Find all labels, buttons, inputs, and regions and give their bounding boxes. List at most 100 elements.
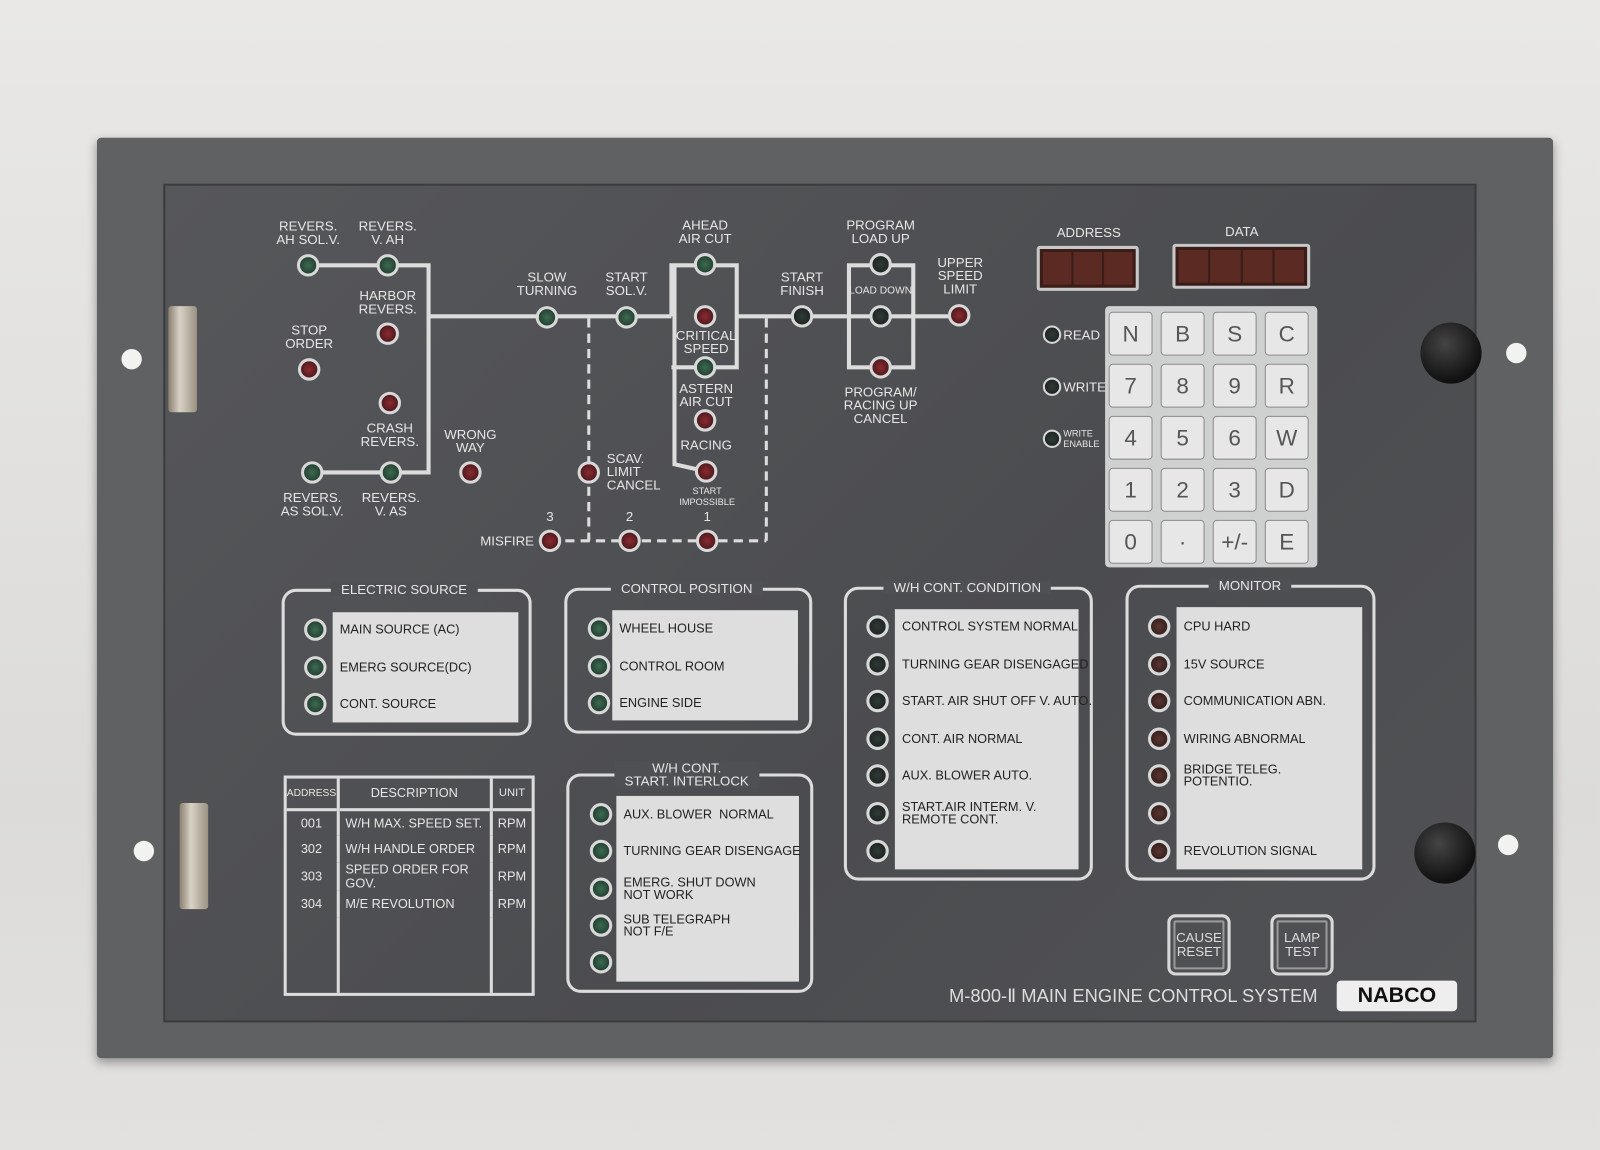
door-latch-knob[interactable] [1420, 322, 1482, 384]
key-C[interactable]: C [1264, 311, 1309, 356]
key-R[interactable]: R [1264, 363, 1309, 408]
revers-v-as-lamp [379, 461, 403, 484]
key-2[interactable]: 2 [1160, 467, 1205, 512]
key-6[interactable]: 6 [1212, 415, 1257, 460]
door-latch-knob[interactable] [1414, 822, 1476, 884]
cell-address: 303 [286, 862, 340, 891]
key-xxx[interactable]: +/- [1212, 519, 1257, 564]
cell-address: 304 [286, 890, 340, 918]
key-1[interactable]: 1 [1108, 467, 1153, 512]
key-N[interactable]: N [1108, 311, 1153, 356]
start-sol-v-lamp [615, 306, 638, 329]
start-impossible-label: START IMPOSSIBLE [679, 485, 735, 508]
indicator-lamp [1147, 764, 1171, 788]
key-8[interactable]: 8 [1160, 363, 1205, 408]
cell-unit: RPM [497, 896, 527, 912]
program-load-up-label: PROGRAM LOAD UP [846, 217, 915, 246]
indicator-lamp [866, 764, 889, 788]
program-racing-up-cancel-label: PROGRAM/ RACING UP CANCEL [843, 384, 918, 427]
misfire-2-label: 2 [625, 508, 634, 524]
lamp-test-button[interactable]: LAMP TEST [1270, 914, 1334, 976]
indicator-lamp [866, 839, 889, 862]
indicator-lamp [589, 803, 613, 826]
revers-ah-sol-v-lamp [296, 254, 320, 277]
indicator-lamp [589, 840, 613, 863]
mode-lamp [1042, 325, 1062, 344]
mount-hole [121, 348, 142, 370]
revers-as-sol-v-lamp [301, 461, 324, 484]
indicator-label: TURNING GEAR DISENGAGED [902, 656, 1089, 672]
cause-reset-button[interactable]: CAUSE RESET [1167, 914, 1231, 976]
indicator-lamp [1147, 839, 1171, 862]
key-D[interactable]: D [1264, 467, 1309, 512]
key-3[interactable]: 3 [1212, 467, 1257, 512]
slow-turning-lamp [535, 306, 559, 329]
indicator-label: CONTROL ROOM [619, 658, 725, 673]
label-plate [616, 795, 799, 982]
start-impossible-lamp [694, 460, 718, 483]
scav-limit-cancel-label: SCAV. LIMIT CANCEL [606, 450, 661, 493]
key-4[interactable]: 4 [1108, 415, 1153, 460]
load-down-lamp [869, 305, 892, 328]
indicator-label: ENGINE SIDE [619, 695, 702, 711]
scav-limit-cancel-lamp [577, 461, 600, 484]
indicator-lamp [866, 689, 889, 713]
key-9[interactable]: 9 [1212, 363, 1257, 408]
mount-hole [1497, 834, 1519, 856]
indicator-label: AUX. BLOWER NORMAL [623, 807, 774, 822]
label-plate [332, 612, 519, 723]
indicator-lamp [589, 877, 613, 900]
indicator-label: TURNING GEAR DISENGAGE [623, 844, 801, 859]
indicator-lamp [1147, 727, 1171, 750]
indicator-label: CONTROL SYSTEM NORMAL [902, 619, 1079, 634]
indicator-lamp [587, 617, 611, 640]
crash-revers-label: CRASH REVERS. [360, 420, 419, 449]
revers-v-ah-label: REVERS. V. AH [358, 218, 417, 247]
key-7[interactable]: 7 [1108, 363, 1153, 408]
start-finish-lamp [790, 305, 814, 328]
key-S[interactable]: S [1212, 311, 1257, 356]
table-row-empty [286, 917, 532, 993]
key-5[interactable]: 5 [1160, 415, 1205, 460]
revers-v-ah-lamp [376, 254, 399, 277]
address-display [1036, 245, 1139, 291]
cell-description: SPEED ORDER FOR GOV. [337, 862, 493, 891]
ahead-air-cut-label: AHEAD AIR CUT [678, 217, 732, 246]
data-label: DATA [1225, 223, 1259, 240]
misfire-1-label: 1 [703, 508, 711, 524]
address-label: ADDRESS [1056, 224, 1121, 241]
indicator-label: CONT. AIR NORMAL [902, 731, 1023, 746]
hinge [179, 803, 209, 910]
load-down-label: LOAD DOWN [849, 285, 913, 297]
label-plate [612, 610, 798, 721]
indicator-label: COMMUNICATION ABN. [1183, 694, 1326, 709]
harbor-revers-lamp [376, 322, 399, 345]
revers-as-sol-v-label: REVERS. AS SOL.V. [280, 489, 344, 519]
key-x[interactable]: · [1160, 519, 1205, 564]
wh-cont-condition-title: W/H CONT. CONDITION [883, 580, 1052, 594]
nabco-logo: NABCO [1336, 980, 1458, 1012]
start-finish-label: START FINISH [780, 269, 824, 298]
crash-revers-lamp [378, 391, 402, 415]
key-0[interactable]: 0 [1108, 519, 1153, 564]
indicator-lamp [304, 692, 327, 716]
key-B[interactable]: B [1160, 311, 1205, 356]
cell-address: 001 [286, 809, 340, 836]
indicator-label: BRIDGE TELEG. POTENTIO. [1183, 762, 1282, 790]
mount-hole [133, 840, 155, 862]
key-E[interactable]: E [1264, 519, 1309, 564]
label-plate [1176, 607, 1363, 870]
mode-label: WRITE [1063, 379, 1107, 395]
key-W[interactable]: W [1264, 415, 1309, 460]
indicator-label: MAIN SOURCE (AC) [339, 622, 460, 637]
astern-air-cut-label: ASTERN AIR CUT [679, 380, 734, 410]
indicator-label: START.AIR INTERM. V. REMOTE CONT. [902, 799, 1037, 827]
cell-description: W/H HANDLE ORDER [337, 835, 493, 863]
indicator-lamp [304, 655, 327, 679]
indicator-label: 15V SOURCE [1183, 656, 1265, 672]
indicator-label: START. AIR SHUT OFF V. AUTO. [902, 694, 1093, 709]
mode-label: READ [1063, 327, 1101, 343]
